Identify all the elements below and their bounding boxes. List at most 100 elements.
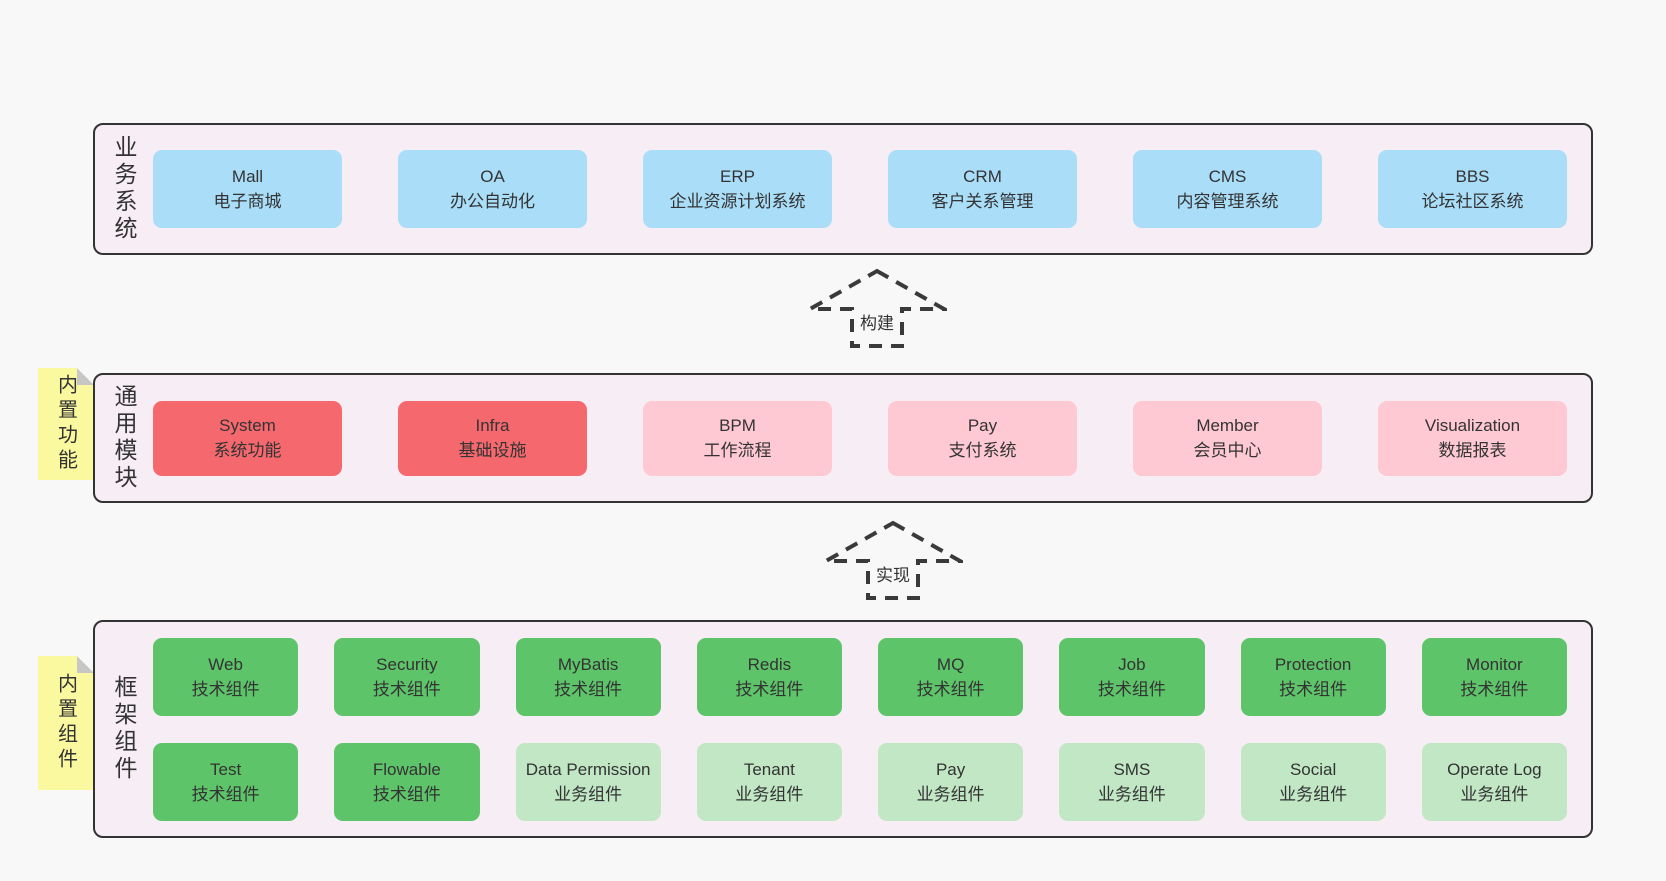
arrow-label: 构建 <box>857 309 897 334</box>
box-web: Web 技术组件 <box>153 638 299 716</box>
folded-corner-icon <box>77 656 94 673</box>
box-title: ERP <box>720 167 755 186</box>
dashed-up-arrow-icon <box>807 268 947 348</box>
box-sms: SMS 业务组件 <box>1059 743 1205 821</box>
box-title: Visualization <box>1424 416 1521 435</box>
layer-label-components: 框架组件 <box>111 675 137 783</box>
box-erp: ERP 企业资源计划系统 <box>643 150 832 228</box>
box-tenant: Tenant 业务组件 <box>696 743 842 821</box>
dashed-up-arrow-icon <box>823 520 963 600</box>
box-oa: OA 办公自动化 <box>398 150 587 228</box>
box-protection: Protection 技术组件 <box>1240 638 1386 716</box>
box-title: Web <box>208 655 243 674</box>
folded-corner-icon <box>77 368 94 385</box>
box-subtitle: 技术组件 <box>1097 680 1166 699</box>
box-subtitle: 技术组件 <box>372 785 441 804</box>
box-title: Infra <box>475 416 510 435</box>
box-title: Tenant <box>743 760 795 779</box>
sticky-note-built-in-features: 内置功能 <box>38 368 94 480</box>
box-title: Data Permission <box>525 760 651 779</box>
box-visualization: Visualization 数据报表 <box>1378 400 1567 476</box>
box-subtitle: 业务组件 <box>735 785 804 804</box>
box-member: Member 会员中心 <box>1133 400 1322 476</box>
box-subtitle: 论坛社区系统 <box>1421 192 1524 211</box>
box-mall: Mall 电子商城 <box>153 150 342 228</box>
box-title: Redis <box>747 655 792 674</box>
box-crm: CRM 客户关系管理 <box>888 150 1077 228</box>
box-title: Protection <box>1274 655 1352 674</box>
box-title: System <box>219 416 276 435</box>
box-subtitle: 电子商城 <box>213 192 282 211</box>
box-system: System 系统功能 <box>153 400 342 476</box>
box-subtitle: 业务组件 <box>1097 785 1166 804</box>
box-title: OA <box>480 167 505 186</box>
box-subtitle: 业务组件 <box>554 785 623 804</box>
box-subtitle: 工作流程 <box>703 441 772 460</box>
box-subtitle: 基础设施 <box>458 441 527 460</box>
box-title: CMS <box>1208 167 1247 186</box>
sticky-note-built-in-components: 内置组件 <box>38 656 94 790</box>
box-subtitle: 技术组件 <box>1279 680 1348 699</box>
panel-framework-components: 框架组件 Web 技术组件 Security 技术组件 MyBatis 技术组件… <box>93 620 1593 838</box>
box-subtitle: 技术组件 <box>916 680 985 699</box>
box-title: MyBatis <box>557 655 619 674</box>
box-bpm: BPM 工作流程 <box>643 400 832 476</box>
box-data-permission: Data Permission 业务组件 <box>515 743 661 821</box>
box-subtitle: 技术组件 <box>191 785 260 804</box>
box-title: BBS <box>1455 167 1490 186</box>
box-subtitle: 技术组件 <box>191 680 260 699</box>
box-subtitle: 系统功能 <box>213 441 282 460</box>
box-title: BPM <box>719 416 756 435</box>
panel-business-systems: 业务系统 Mall 电子商城 OA 办公自动化 ERP 企业资源计划系统 CRM… <box>93 123 1593 255</box>
box-subtitle: 客户关系管理 <box>931 192 1034 211</box>
box-operate-log: Operate Log 业务组件 <box>1421 743 1567 821</box>
box-title: Operate Log <box>1447 760 1542 779</box>
box-flowable: Flowable 技术组件 <box>334 743 480 821</box>
box-subtitle: 技术组件 <box>1460 680 1529 699</box>
box-subtitle: 业务组件 <box>1460 785 1529 804</box>
box-title: Monitor <box>1466 655 1523 674</box>
box-title: Security <box>376 655 438 674</box>
box-title: Member <box>1196 416 1259 435</box>
box-subtitle: 支付系统 <box>948 441 1017 460</box>
box-subtitle: 会员中心 <box>1193 441 1262 460</box>
arrow-label: 实现 <box>873 561 913 586</box>
box-title: Test <box>210 760 242 779</box>
box-security: Security 技术组件 <box>334 638 480 716</box>
layer-label-modules: 通用模块 <box>111 384 137 492</box>
box-title: CRM <box>963 167 1002 186</box>
box-subtitle: 企业资源计划系统 <box>669 192 806 211</box>
module-boxes: System 系统功能 Infra 基础设施 BPM 工作流程 Pay 支付系统… <box>153 375 1591 501</box>
box-monitor: Monitor 技术组件 <box>1421 638 1567 716</box>
box-redis: Redis 技术组件 <box>696 638 842 716</box>
box-title: Pay <box>935 760 966 779</box>
panel-common-modules: 通用模块 System 系统功能 Infra 基础设施 BPM 工作流程 Pay… <box>93 373 1593 503</box>
box-title: MQ <box>936 655 965 674</box>
box-title: SMS <box>1113 760 1151 779</box>
box-test: Test 技术组件 <box>153 743 299 821</box>
arrow-implement: 实现 <box>823 520 963 600</box>
box-pay-business: Pay 业务组件 <box>878 743 1024 821</box>
layer-label-business: 业务系统 <box>111 135 137 243</box>
box-subtitle: 业务组件 <box>916 785 985 804</box>
box-cms: CMS 内容管理系统 <box>1133 150 1322 228</box>
box-subtitle: 业务组件 <box>1279 785 1348 804</box>
box-title: Mall <box>231 167 264 186</box>
box-subtitle: 数据报表 <box>1438 441 1507 460</box>
box-pay: Pay 支付系统 <box>888 400 1077 476</box>
box-title: Job <box>1118 655 1146 674</box>
box-subtitle: 技术组件 <box>372 680 441 699</box>
box-subtitle: 技术组件 <box>554 680 623 699</box>
box-title: Flowable <box>372 760 441 779</box>
box-social: Social 业务组件 <box>1240 743 1386 821</box>
box-mybatis: MyBatis 技术组件 <box>515 638 661 716</box>
box-infra: Infra 基础设施 <box>398 400 587 476</box>
box-subtitle: 技术组件 <box>735 680 804 699</box>
box-title: Pay <box>967 416 998 435</box>
box-bbs: BBS 论坛社区系统 <box>1378 150 1567 228</box>
box-title: Social <box>1289 760 1337 779</box>
business-boxes: Mall 电子商城 OA 办公自动化 ERP 企业资源计划系统 CRM 客户关系… <box>153 125 1591 253</box>
box-subtitle: 内容管理系统 <box>1176 192 1279 211</box>
box-subtitle: 办公自动化 <box>450 192 535 211</box>
box-mq: MQ 技术组件 <box>878 638 1024 716</box>
